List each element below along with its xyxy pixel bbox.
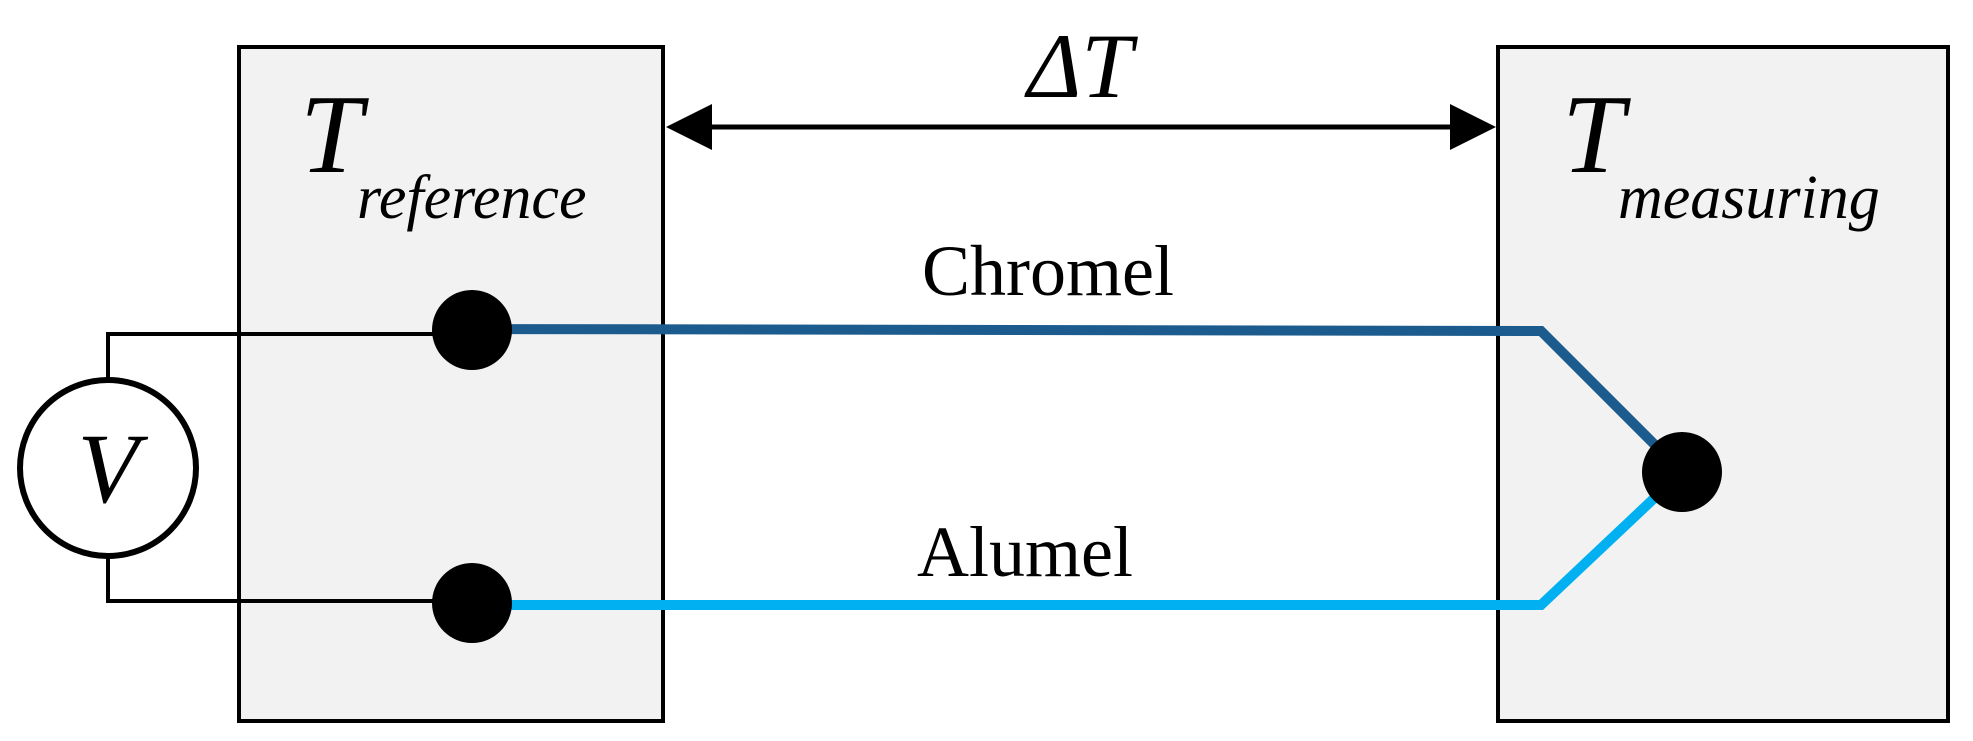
reference-temperature-label: T reference [300,73,586,232]
alumel-wire [472,468,1686,610]
reference-t-symbol: T [300,73,369,197]
voltmeter-circle [17,377,199,559]
chromel-wire [471,324,1686,476]
measuring-block [1496,45,1950,723]
reference-junction-bottom [432,563,512,643]
voltmeter: V [17,377,199,559]
voltmeter-lead-top [106,332,472,383]
measuring-junction [1642,432,1722,512]
alumel-label: Alumel [917,512,1133,592]
chromel-label: Chromel [922,231,1174,311]
measuring-subscript: measuring [1618,164,1880,232]
voltmeter-lead-bottom [106,553,472,603]
delta-t-arrow [666,104,1496,150]
voltmeter-label: V [77,413,148,524]
reference-junction-top [432,290,512,370]
delta-t-label: ΔT [1023,15,1138,117]
measuring-temperature-label: T measuring [1562,73,1880,232]
measuring-t-symbol: T [1562,73,1631,197]
reference-subscript: reference [357,164,586,232]
